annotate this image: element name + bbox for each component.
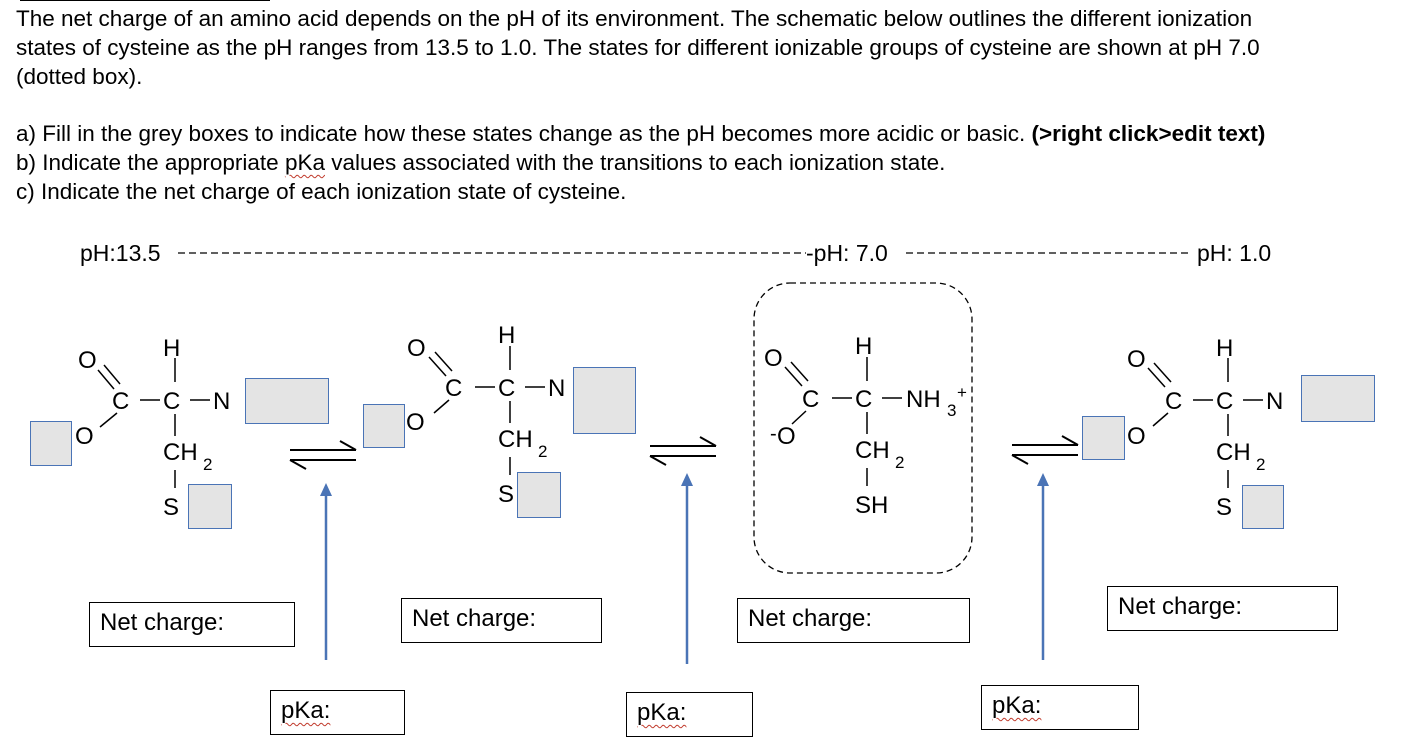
atom-c-alpha: C [855, 386, 872, 413]
pka-box-3[interactable]: pKa: [981, 685, 1139, 730]
atom-h: H [498, 322, 515, 349]
structure-ph1 [1147, 358, 1263, 488]
atom-s: S [1216, 494, 1232, 521]
structure-ph13-labels: H O C C N O CH 2 S [75, 335, 230, 521]
question-a-text: a) Fill in the grey boxes to indicate ho… [16, 121, 1032, 146]
atom-o-carbonyl: O [78, 347, 97, 374]
net-charge-label: Net charge: [412, 605, 537, 632]
atom-n: N [213, 388, 230, 415]
question-c: c) Indicate the net charge of each ioniz… [16, 179, 627, 204]
ph-label-middle: -pH: 7.0 [806, 240, 888, 266]
atom-h: H [163, 335, 180, 362]
grey-box-amino-ph13[interactable] [245, 378, 329, 424]
atom-o-hydroxyl: O [777, 423, 796, 450]
equilibrium-arrow-1 [289, 440, 357, 470]
atom-h: H [1216, 335, 1233, 362]
atom-o-hydroxyl: O [1127, 423, 1146, 450]
pka-arrow-2 [681, 473, 693, 664]
atom-charge-plus: + [957, 383, 967, 402]
structure-ph-mid-high [428, 346, 545, 475]
atom-n: N [1266, 388, 1283, 415]
atom-c-alpha: C [1216, 388, 1233, 415]
atom-sub2: 2 [203, 455, 212, 474]
atom-nh: NH [906, 386, 941, 413]
intro-line-2: states of cysteine as the pH ranges from… [16, 35, 1260, 60]
question-a: a) Fill in the grey boxes to indicate ho… [16, 119, 1265, 149]
atom-h: H [855, 333, 872, 360]
question-b: b) Indicate the appropriate pKa values a… [16, 148, 945, 178]
net-charge-box-state2[interactable]: Net charge: [401, 598, 602, 643]
grey-box-carboxyl-ph13[interactable] [30, 421, 72, 466]
atom-c-carboxyl: C [112, 388, 129, 415]
ph-label-left: pH:13.5 [80, 240, 161, 266]
pka-box-2[interactable]: pKa: [626, 692, 753, 737]
pka-label: pKa: [281, 697, 331, 724]
equilibrium-arrow-3 [1011, 435, 1079, 465]
structure-ph1-labels: H O C C N O CH 2 S [1127, 335, 1283, 521]
atom-o-hydroxyl: O [406, 409, 425, 436]
atom-sub2: 2 [895, 453, 904, 472]
grey-box-amino-ph1[interactable] [1301, 375, 1375, 422]
structure-ph-mid-high-labels: H O C C N O CH 2 S [406, 322, 565, 508]
grey-box-carboxyl-ph1[interactable] [1082, 416, 1125, 460]
pka-label: pKa: [992, 692, 1042, 719]
net-charge-label: Net charge: [100, 609, 225, 636]
atom-n: N [548, 375, 565, 402]
grey-box-amino-state2[interactable] [573, 367, 636, 434]
net-charge-box-ph1[interactable]: Net charge: [1107, 586, 1338, 631]
pka-arrow-1 [320, 483, 332, 660]
atom-c-carboxyl: C [1165, 388, 1182, 415]
ph-label-right: pH: 1.0 [1197, 240, 1272, 266]
question-b-suffix: values associated with the transitions t… [324, 150, 946, 175]
atom-o-hydroxyl: O [75, 423, 94, 450]
question-a-hint: (>right click>edit text) [1031, 121, 1266, 146]
atom-o-carbonyl: O [764, 345, 783, 372]
atom-sh: SH [855, 492, 888, 519]
structure-ph7-labels: H O C C NH 3 + - O CH 2 SH [764, 333, 967, 519]
atom-charge-minus: - [770, 423, 777, 445]
atom-s: S [498, 481, 514, 508]
grey-box-thiol-state2[interactable] [517, 472, 561, 518]
atom-o-carbonyl: O [1127, 346, 1146, 373]
question-b-pka: pKa [284, 150, 325, 175]
net-charge-box-ph7[interactable]: Net charge: [737, 598, 970, 643]
atom-c-carboxyl: C [802, 386, 819, 413]
atom-sub2: 2 [538, 442, 547, 461]
intro-line-1: The net charge of an amino acid depends … [16, 6, 1253, 31]
question-b-prefix: b) Indicate the appropriate [16, 150, 285, 175]
atom-s: S [163, 494, 179, 521]
structure-ph7 [784, 357, 902, 486]
atom-c-carboxyl: C [445, 375, 462, 402]
top-rule [20, 0, 270, 1]
intro-line-3: (dotted box). [16, 64, 143, 89]
net-charge-label: Net charge: [748, 605, 873, 632]
grey-box-carboxyl-state2[interactable] [363, 404, 405, 448]
ph7-dotted-box [753, 282, 973, 574]
atom-ch: CH [1216, 439, 1251, 466]
net-charge-label: Net charge: [1118, 593, 1243, 620]
atom-c-alpha: C [498, 375, 515, 402]
atom-sub2: 2 [1256, 455, 1265, 474]
pka-box-1[interactable]: pKa: [270, 690, 405, 735]
equilibrium-arrow-2 [649, 436, 717, 466]
atom-c-alpha: C [163, 388, 180, 415]
atom-o-carbonyl: O [407, 335, 426, 362]
atom-ch: CH [498, 426, 533, 453]
grey-box-thiol-ph1[interactable] [1242, 485, 1284, 529]
pka-arrow-3 [1037, 473, 1049, 660]
structure-ph13 [97, 358, 210, 488]
grey-box-thiol-ph13[interactable] [188, 484, 232, 529]
atom-sub3: 3 [947, 401, 956, 420]
pka-label: pKa: [637, 699, 687, 726]
atom-ch: CH [163, 439, 198, 466]
atom-ch: CH [855, 437, 890, 464]
net-charge-box-ph13[interactable]: Net charge: [89, 602, 295, 647]
